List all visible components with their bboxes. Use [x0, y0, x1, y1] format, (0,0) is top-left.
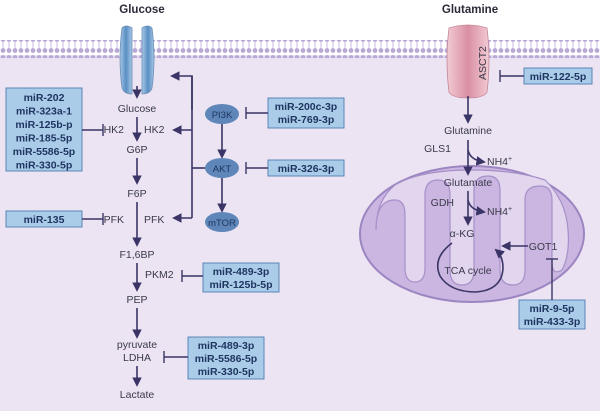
mirna-box-got1: miR-9-5p miR-433-3p	[518, 299, 586, 330]
lactate-label: Lactate	[120, 389, 155, 401]
ldha-label: LDHA	[123, 352, 151, 364]
tca-cycle-arrow	[436, 242, 505, 293]
pi3k-label: PI3K	[212, 110, 233, 121]
pkm2-label: PKM2	[145, 269, 174, 281]
mirna-item: miR-5586-5p	[13, 146, 75, 158]
arrow-gls1-nh4	[467, 149, 486, 166]
mirna-box-pkm2: miR-489-3p miR-125b-5p	[202, 262, 280, 293]
glucose-label: Glucose	[118, 103, 157, 115]
mirna-item: miR-125b-p	[15, 119, 72, 131]
glucose-transporter-icon	[119, 25, 155, 95]
mirna-item: miR-122-5p	[530, 71, 587, 83]
mirna-item: miR-433-3p	[524, 316, 581, 328]
mirna-item: miR-135	[24, 214, 65, 226]
mitochondrion	[359, 165, 585, 303]
pi3k-node	[205, 104, 239, 124]
pep-label: PEP	[126, 294, 147, 306]
g6p-label: G6P	[126, 144, 147, 156]
mirna-item: miR-5586-5p	[195, 353, 257, 365]
inhibit-asct2	[499, 70, 524, 82]
akt-node	[205, 158, 239, 178]
hk2-left-label: HK2	[104, 124, 125, 136]
mirna-item: miR-185-5p	[16, 133, 73, 145]
inhibit-hk2	[82, 124, 104, 136]
pfk-left-label: PFK	[104, 214, 124, 226]
gls1-label: GLS1	[424, 143, 451, 155]
mirna-box-ldha: miR-489-3p miR-5586-5p miR-330-5p	[187, 336, 265, 380]
arrow-gdh-nh4	[467, 199, 486, 216]
mirna-item: miR-769-3p	[278, 114, 335, 126]
mirna-item: miR-330-5p	[198, 366, 255, 378]
pfk-right-label: PFK	[144, 214, 164, 226]
mirna-box-pfk: miR-135	[5, 210, 83, 228]
mirna-item: miR-326-3p	[278, 163, 335, 175]
mirna-box-akt: miR-326-3p	[267, 159, 345, 177]
asct2-transporter-icon: ASCT2	[446, 24, 490, 99]
asct2-label: ASCT2	[477, 46, 489, 80]
mirna-item: miR-125b-5p	[209, 279, 272, 291]
glutamine-label: Glutamine	[444, 125, 492, 137]
hk2-right-label: HK2	[144, 124, 165, 136]
akg-label: α-KG	[450, 228, 475, 240]
inhibit-pfk	[82, 213, 104, 225]
glucose-header: Glucose	[119, 4, 164, 16]
mirna-box-asct2: miR-122-5p	[523, 67, 593, 85]
inhibit-akt	[245, 162, 268, 174]
mirna-item: miR-489-3p	[198, 340, 255, 352]
tca-cycle-label: TCA cycle	[444, 265, 491, 277]
nh4-label-1: NH4+	[487, 156, 512, 168]
mirna-item: miR-200c-3p	[275, 101, 337, 113]
mirna-box-hk2: miR-202 miR-323a-1 miR-125b-p miR-185-5p…	[5, 87, 83, 172]
f6p-label: F6P	[127, 188, 146, 200]
nh4-label-2: NH4+	[487, 206, 512, 218]
mirna-item: miR-323a-1	[16, 106, 72, 118]
mtor-node	[205, 212, 239, 232]
inhibit-pkm2	[181, 270, 203, 282]
mtor-label: mTOR	[208, 218, 236, 229]
akt-label: AKT	[213, 164, 232, 175]
mirna-item: miR-330-5p	[16, 160, 73, 172]
pyruvate-label: pyruvate	[117, 339, 157, 351]
inhibit-ldha	[163, 351, 188, 363]
cell-membrane	[0, 40, 600, 58]
mirna-item: miR-9-5p	[530, 303, 575, 315]
mirna-item: miR-489-3p	[213, 266, 270, 278]
gdh-label: GDH	[431, 197, 454, 209]
inhibit-got1	[546, 258, 558, 300]
glutamine-header: Glutamine	[442, 4, 498, 16]
glutamate-label: Glutamate	[444, 177, 493, 189]
mirna-box-pi3k: miR-200c-3p miR-769-3p	[267, 97, 345, 129]
inhibit-pi3k	[245, 107, 268, 119]
mirna-item: miR-202	[24, 92, 65, 104]
got1-label: GOT1	[529, 241, 558, 253]
f16bp-label: F1,6BP	[119, 249, 154, 261]
